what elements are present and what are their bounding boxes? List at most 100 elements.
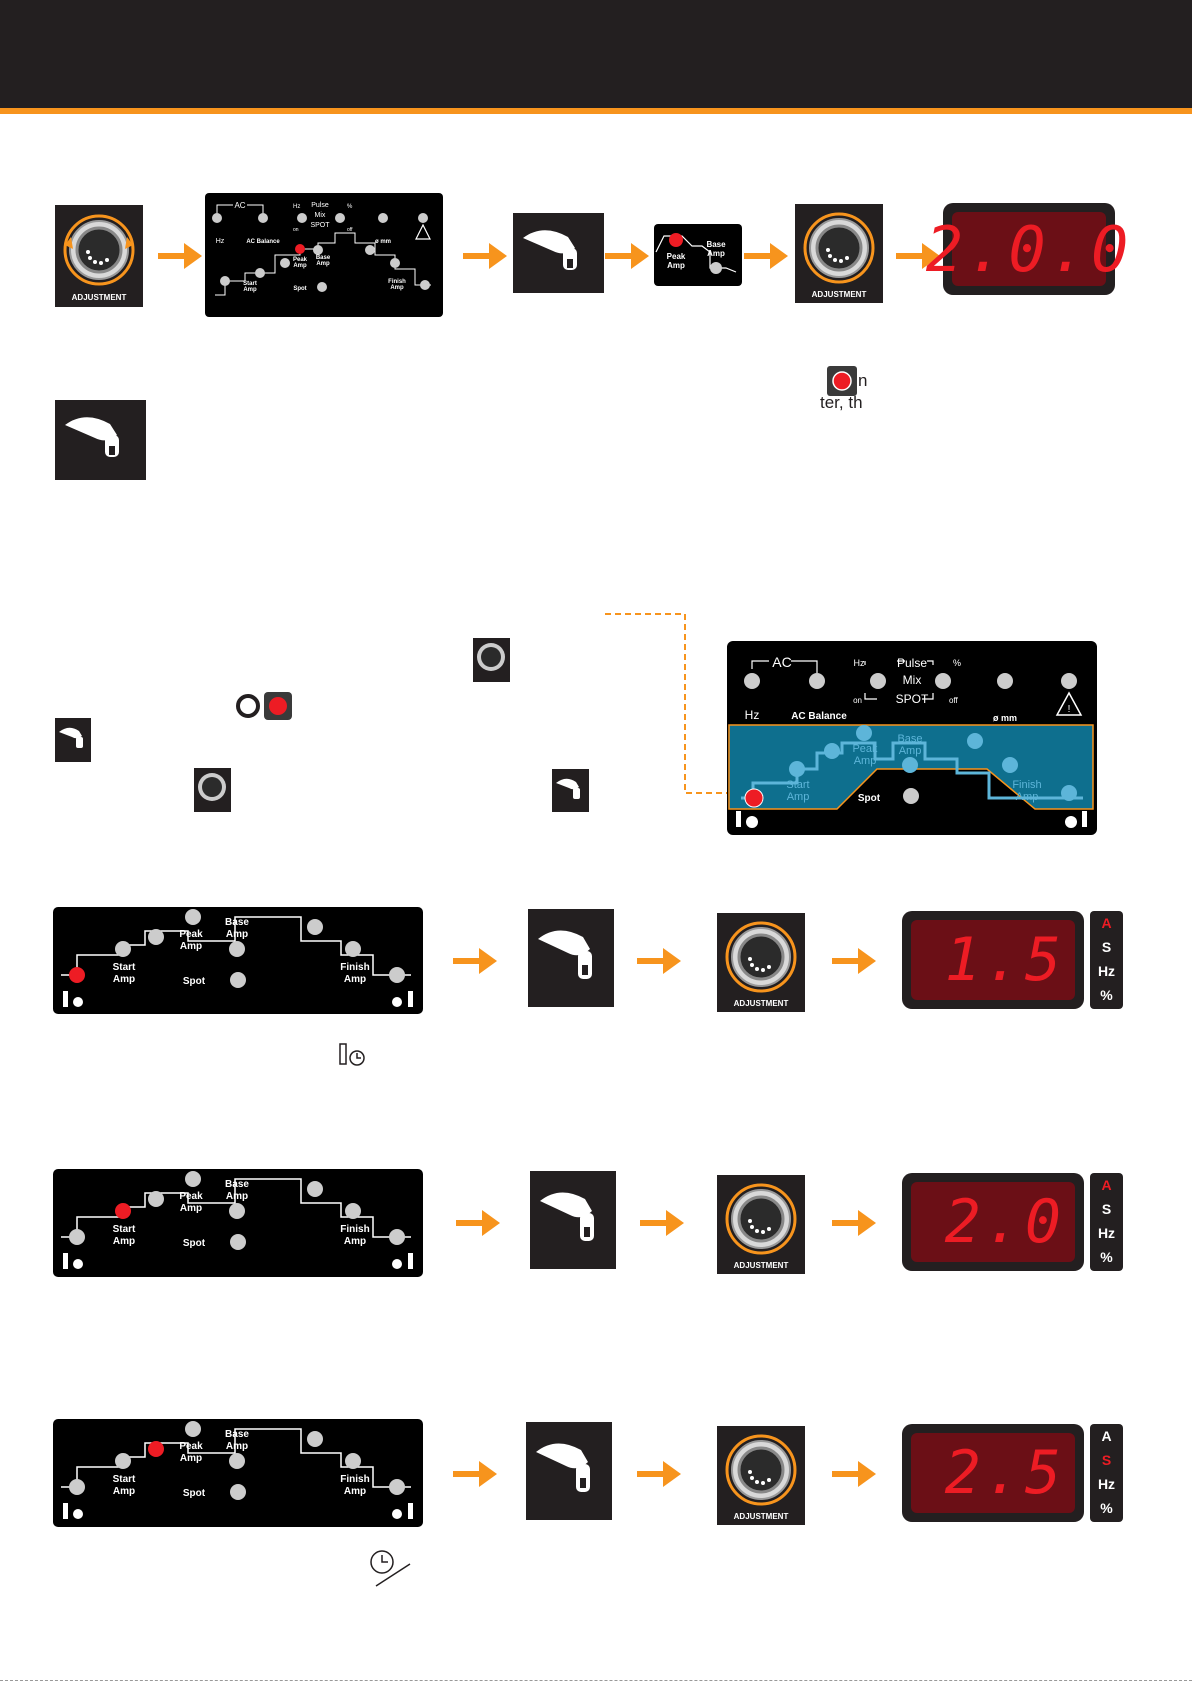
svg-text:Amp: Amp: [226, 929, 248, 940]
svg-text:off: off: [347, 227, 353, 233]
svg-text:Base: Base: [706, 240, 726, 249]
lcd-value: 2.0: [944, 1187, 1065, 1257]
svg-text:Start: Start: [243, 281, 257, 287]
arrow-right-icon: [637, 1461, 681, 1487]
svg-text:Mix: Mix: [903, 673, 922, 687]
arrow-right-icon: [640, 1210, 684, 1236]
control-panel-large: AC Hz AC Balance Hz Pulse Mix SPOT % on …: [727, 641, 1097, 835]
adjustment-knob-icon: ADJUSTMENT: [55, 205, 143, 307]
arrow-right-icon: [896, 243, 940, 269]
svg-text:Spot: Spot: [183, 1488, 206, 1499]
svg-text:Amp: Amp: [707, 249, 725, 258]
svg-text:Peak: Peak: [179, 929, 203, 940]
svg-text:Base: Base: [897, 733, 922, 745]
svg-text:AC: AC: [234, 201, 245, 210]
svg-text:SPOT: SPOT: [310, 222, 330, 229]
svg-text:Amp: Amp: [113, 974, 135, 985]
arrow-right-icon: [463, 243, 507, 269]
svg-text:Finish: Finish: [340, 1224, 369, 1235]
arrow-right-icon: [832, 948, 876, 974]
svg-text:off: off: [949, 696, 959, 705]
svg-text:Amp: Amp: [316, 261, 330, 267]
svg-text:Amp: Amp: [113, 1236, 135, 1247]
arrow-right-icon: [832, 1461, 876, 1487]
arrow-right-icon: [158, 243, 202, 269]
svg-text:AC Balance: AC Balance: [246, 239, 280, 245]
svg-text:Amp: Amp: [113, 1486, 135, 1497]
svg-text:ADJUSTMENT: ADJUSTMENT: [812, 290, 867, 299]
arrow-right-icon: [832, 1210, 876, 1236]
arrow-right-icon: [744, 243, 788, 269]
adjustment-knob-icon: [473, 638, 510, 682]
svg-text:Finish: Finish: [388, 279, 406, 285]
svg-text:Peak: Peak: [667, 252, 686, 261]
arrow-right-icon: [605, 243, 649, 269]
lcd-display: 1.5: [902, 911, 1084, 1009]
compact-panel-start-gas: Peak Amp Base Amp Start Amp Finish Amp S…: [53, 907, 423, 1014]
svg-text:on: on: [293, 227, 299, 233]
svg-text:Base: Base: [225, 1179, 249, 1190]
svg-text:AC: AC: [772, 654, 791, 670]
adjustment-knob-icon: ADJUSTMENT: [795, 204, 883, 303]
svg-text:Pulse: Pulse: [311, 202, 329, 209]
arrow-right-icon: [456, 1210, 500, 1236]
svg-text:Mix: Mix: [315, 212, 326, 219]
compact-panel-start-amp: Peak Amp Base Amp Start Amp Finish Amp S…: [53, 1169, 423, 1277]
svg-text:ø mm: ø mm: [375, 239, 391, 245]
svg-text:Amp: Amp: [293, 263, 307, 269]
svg-text:Amp: Amp: [226, 1191, 248, 1202]
svg-text:ADJUSTMENT: ADJUSTMENT: [734, 1261, 789, 1270]
svg-text:Finish: Finish: [340, 962, 369, 973]
arrow-right-icon: [637, 948, 681, 974]
svg-text:Peak: Peak: [179, 1191, 203, 1202]
svg-text:Amp: Amp: [180, 1453, 202, 1464]
push-button-icon: [528, 909, 614, 1007]
svg-text:Peak: Peak: [179, 1441, 203, 1452]
lcd-display: 2.0.0: [925, 203, 1133, 295]
svg-text:Start: Start: [113, 962, 136, 973]
svg-text:Hz: Hz: [216, 238, 225, 245]
lcd-value: 2.0.0: [925, 212, 1133, 286]
svg-text:Amp: Amp: [787, 791, 810, 803]
timer-slope-icon: [370, 1550, 411, 1587]
svg-text:Spot: Spot: [183, 1238, 206, 1249]
svg-text:Finish: Finish: [1012, 779, 1041, 791]
arrow-right-icon: [453, 948, 497, 974]
svg-text:ADJUSTMENT: ADJUSTMENT: [734, 1512, 789, 1521]
svg-text:ADJUSTMENT: ADJUSTMENT: [734, 999, 789, 1008]
svg-text:on: on: [853, 696, 862, 705]
svg-text:Amp: Amp: [344, 1486, 366, 1497]
svg-text:Base: Base: [225, 1429, 249, 1440]
gas-timer-icon: [339, 1043, 365, 1066]
svg-text:Start: Start: [786, 779, 809, 791]
partial-text: ter, th: [820, 393, 863, 412]
lcd-display: 2.0: [902, 1173, 1084, 1271]
arrow-right-icon: [453, 1461, 497, 1487]
push-button-icon: [55, 400, 146, 480]
svg-text:Amp: Amp: [390, 285, 404, 291]
svg-text:Amp: Amp: [180, 1203, 202, 1214]
push-button-icon: [55, 718, 91, 762]
svg-text:Amp: Amp: [899, 745, 922, 757]
header-accent-stripe: [0, 108, 1192, 114]
peak-base-detail-panel: Peak Amp Base Amp: [654, 224, 742, 286]
compact-panel-slope: Peak Amp Base Amp Start Amp Finish Amp S…: [53, 1419, 423, 1527]
svg-text:Start: Start: [113, 1224, 136, 1235]
svg-text:Amp: Amp: [854, 755, 877, 767]
push-button-icon: [552, 769, 589, 812]
lcd-display: 2.5: [902, 1424, 1084, 1522]
push-button-icon: [530, 1171, 616, 1269]
partial-text: n: [858, 371, 868, 390]
svg-text:%: %: [347, 204, 353, 210]
knob-label: ADJUSTMENT: [72, 293, 127, 302]
svg-text:Base: Base: [225, 917, 249, 928]
svg-text:Pulse: Pulse: [897, 656, 927, 670]
adjustment-knob-icon: ADJUSTMENT: [717, 1175, 805, 1274]
led-off-on-icon: [236, 692, 292, 720]
svg-text:Amp: Amp: [344, 1236, 366, 1247]
top-header-bar: [0, 0, 1192, 108]
svg-text:Spot: Spot: [293, 286, 306, 292]
